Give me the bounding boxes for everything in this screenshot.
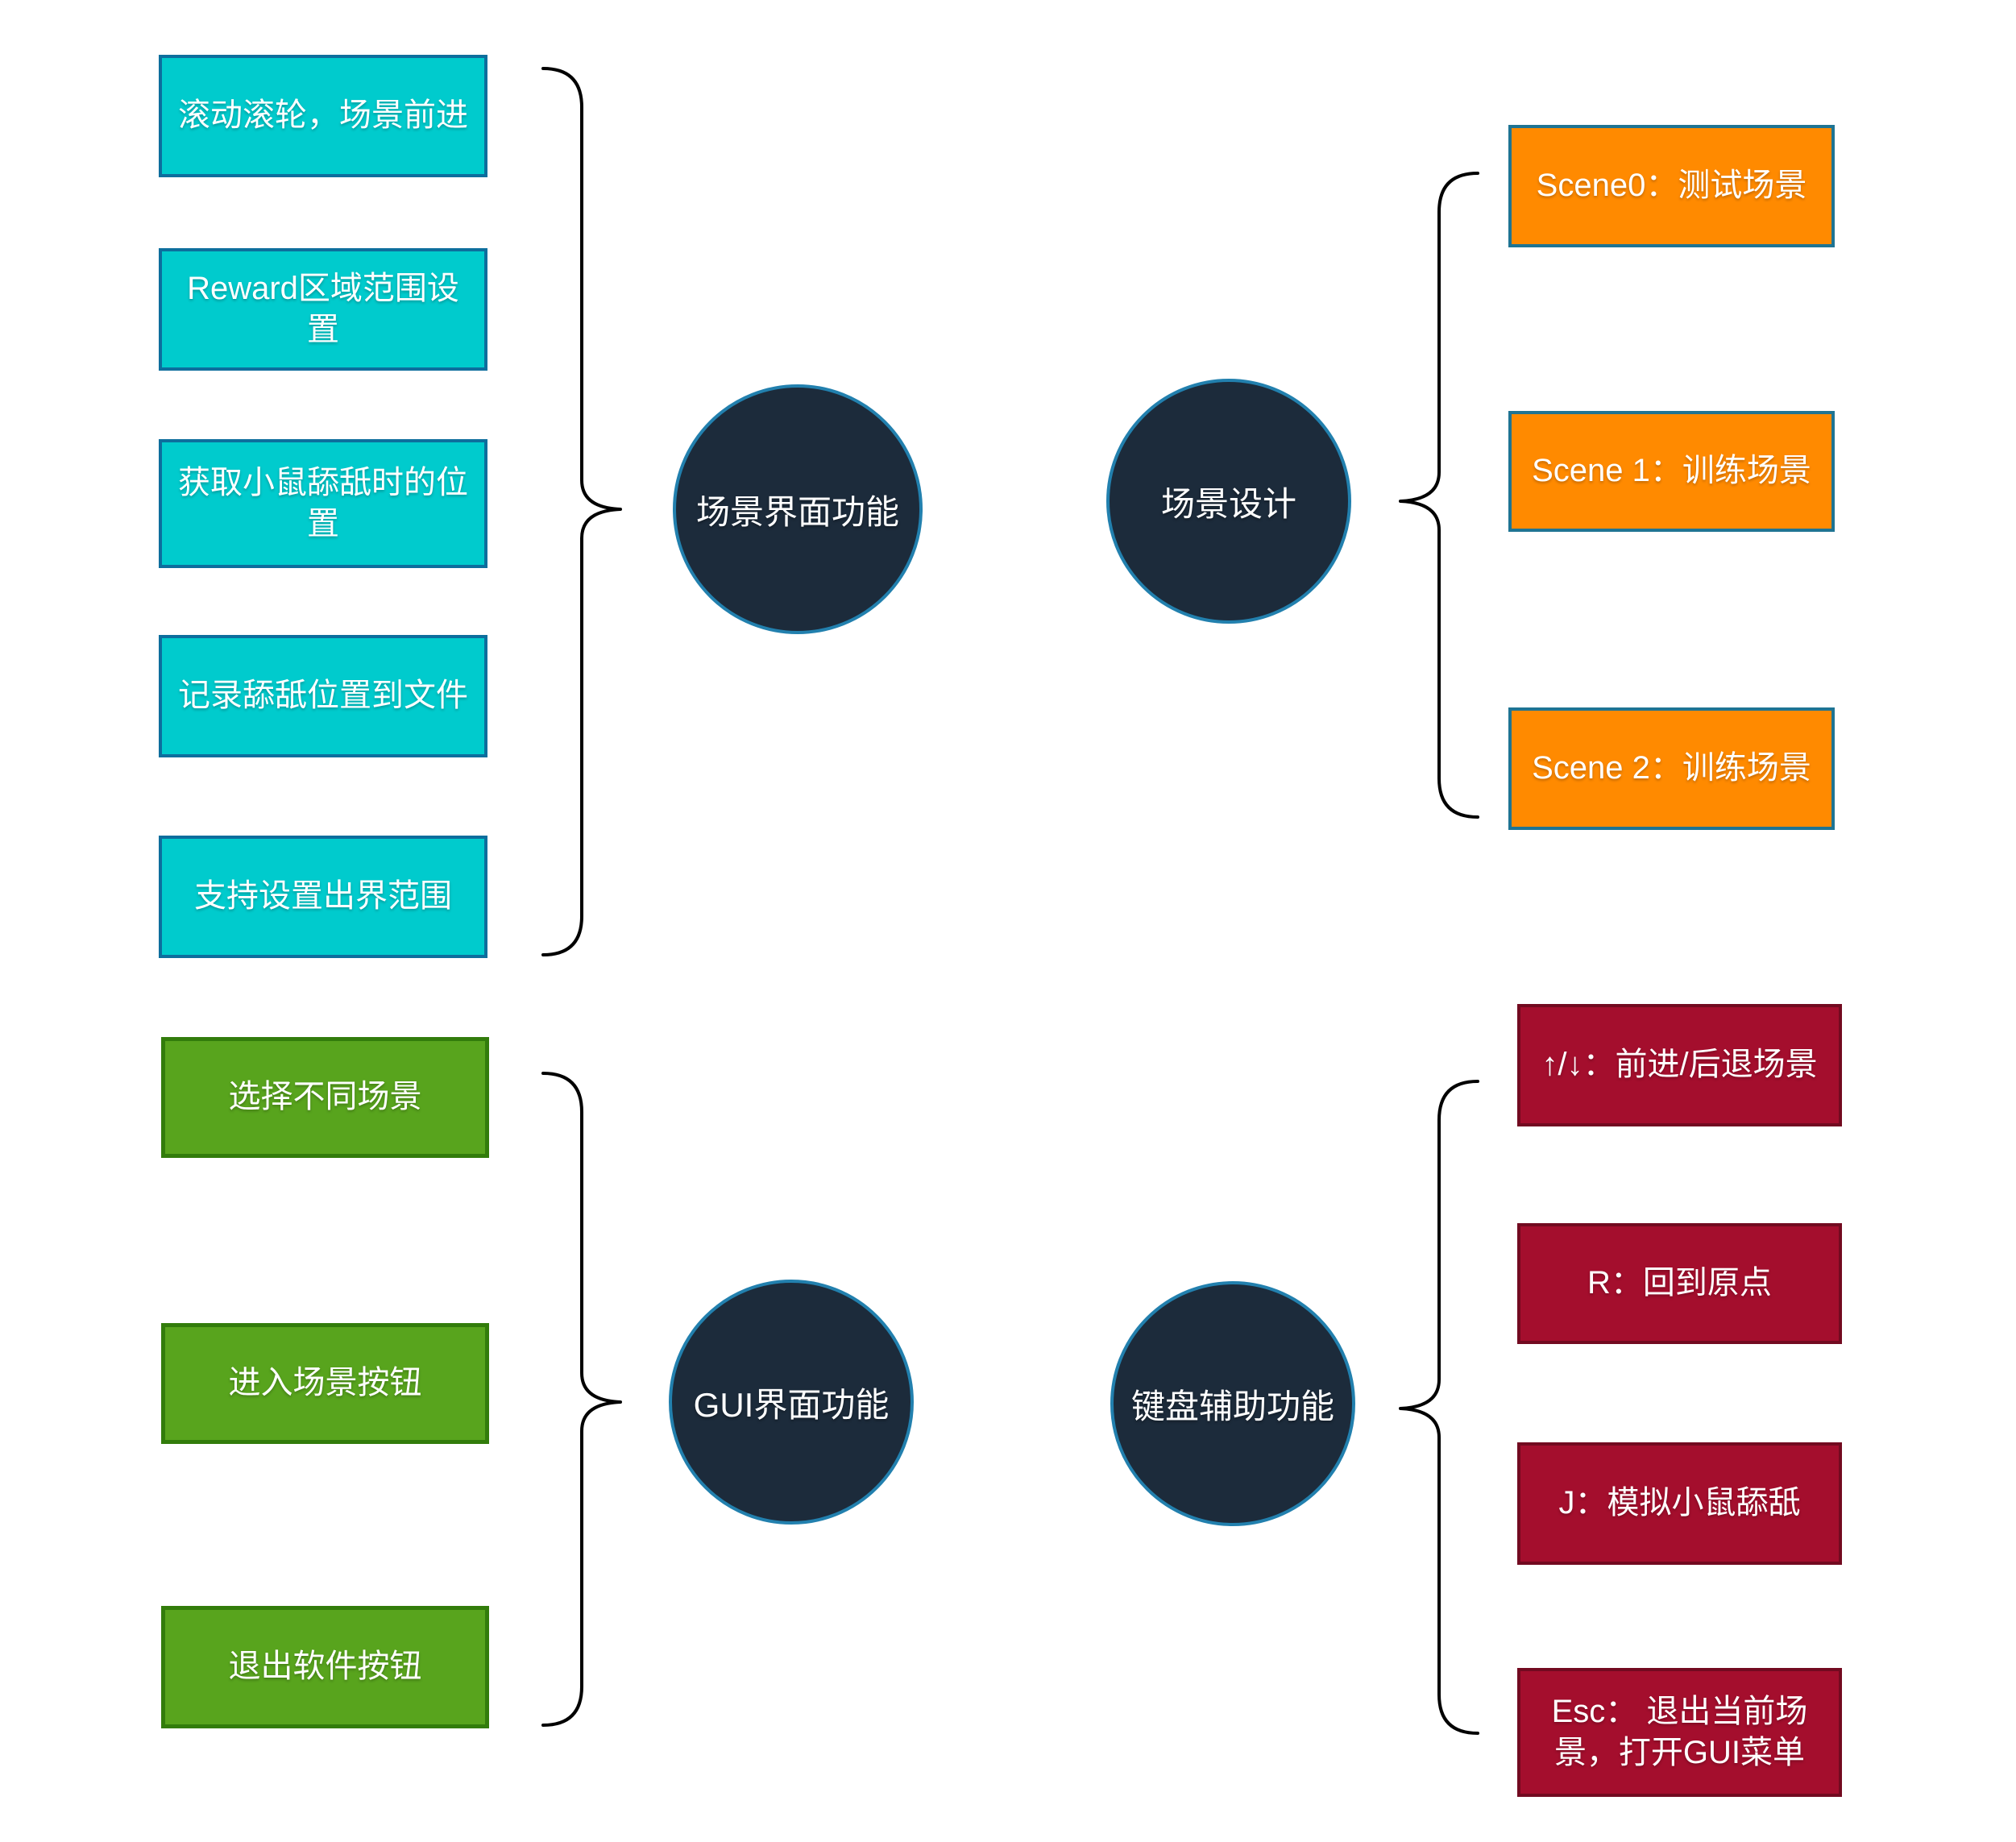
hub-scene-design: 场景设计 [1106,379,1351,624]
scene-design-item-3: Scene 2：训练场景 [1508,707,1835,830]
brace-keyboard [1399,1080,1479,1735]
gui-item-2: 进入场景按钮 [161,1323,489,1444]
keyboard-item-4: Esc： 退出当前场景，打开GUI菜单 [1517,1668,1842,1797]
hub-scene-interface: 场景界面功能 [673,384,923,634]
keyboard-item-3: J：模拟小鼠舔舐 [1517,1442,1842,1565]
brace-scene-design [1399,172,1479,819]
scene-interface-item-3: 获取小鼠舔舐时的位置 [159,439,487,568]
brace-scene-interface [541,67,622,956]
scene-interface-item-5: 支持设置出界范围 [159,836,487,958]
scene-design-item-1: Scene0：测试场景 [1508,125,1835,247]
gui-item-1: 选择不同场景 [161,1037,489,1158]
hub-keyboard: 键盘辅助功能 [1110,1281,1355,1526]
keyboard-item-1: ↑/↓：前进/后退场景 [1517,1004,1842,1126]
scene-design-item-2: Scene 1：训练场景 [1508,411,1835,532]
scene-interface-item-2: Reward区域范围设置 [159,248,487,371]
hub-gui: GUI界面功能 [669,1280,914,1525]
keyboard-item-2: R：回到原点 [1517,1223,1842,1344]
gui-item-3: 退出软件按钮 [161,1606,489,1728]
scene-interface-item-1: 滚动滚轮，场景前进 [159,55,487,177]
brace-gui [541,1072,622,1727]
scene-interface-item-4: 记录舔舐位置到文件 [159,635,487,757]
